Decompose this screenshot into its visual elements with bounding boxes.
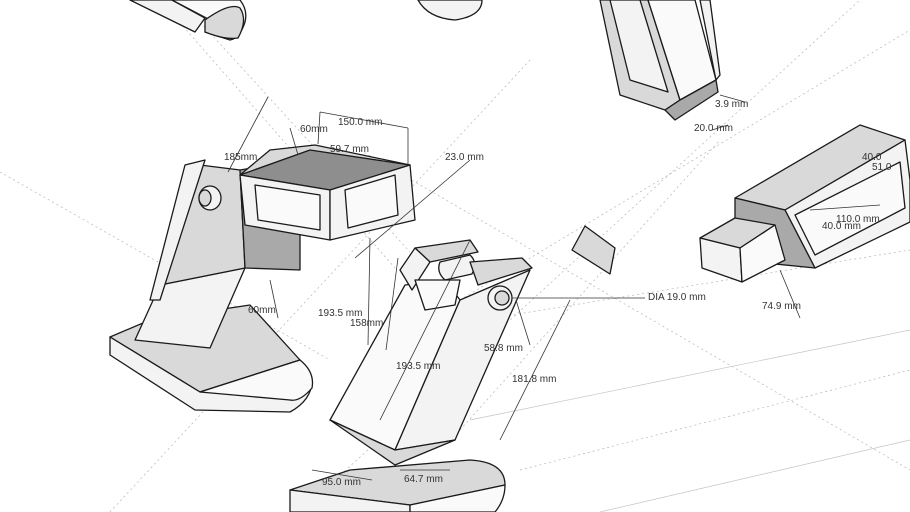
dim-label-185: 185mm <box>224 152 257 163</box>
thin-plate-part <box>571 225 616 275</box>
dim-label-181-8: 181.8 mm <box>512 374 556 385</box>
dim-label-60mm-top: 60mm <box>300 124 328 135</box>
dim-label-23: 23.0 mm <box>445 152 484 163</box>
dimension-labels: 60mm 150.0 mm 59.7 mm 185mm 23.0 mm 3.9 … <box>224 99 892 488</box>
dim-label-158: 158mm <box>350 318 383 329</box>
dim-label-60mm-mid: 60mm <box>248 305 276 316</box>
dim-label-58-8: 58.8 mm <box>484 343 523 354</box>
dim-label-dia: DIA 19.0 mm <box>648 292 706 303</box>
dim-label-110: 110.0 mm <box>836 214 880 225</box>
dim-label-40-mid: 40.0 mm <box>822 221 861 232</box>
top-cylinder-part <box>417 0 483 21</box>
top-left-part <box>129 0 247 41</box>
dim-label-193-5-a: 193.5 mm <box>318 308 362 319</box>
dim-label-3-9: 3.9 mm <box>715 99 748 110</box>
dim-label-40-top: 40.0 <box>862 152 882 163</box>
dim-label-59-7: 59.7 mm <box>330 144 369 155</box>
left-mount-assembly <box>109 144 416 413</box>
dim-label-74-9: 74.9 mm <box>762 301 801 312</box>
dim-label-20: 20.0 mm <box>694 123 733 134</box>
dim-label-51: 51.0 <box>872 162 892 173</box>
dim-label-95: 95.0 mm <box>322 477 361 488</box>
middle-mount-exploded <box>289 239 533 512</box>
dimension-lines <box>227 94 881 481</box>
top-right-rail-part <box>599 0 721 121</box>
dim-label-193-5-b: 193.5 mm <box>396 361 440 372</box>
dim-label-150: 150.0 mm <box>338 117 382 128</box>
right-rail-assembly <box>699 124 910 283</box>
dim-label-64-7: 64.7 mm <box>404 474 443 485</box>
